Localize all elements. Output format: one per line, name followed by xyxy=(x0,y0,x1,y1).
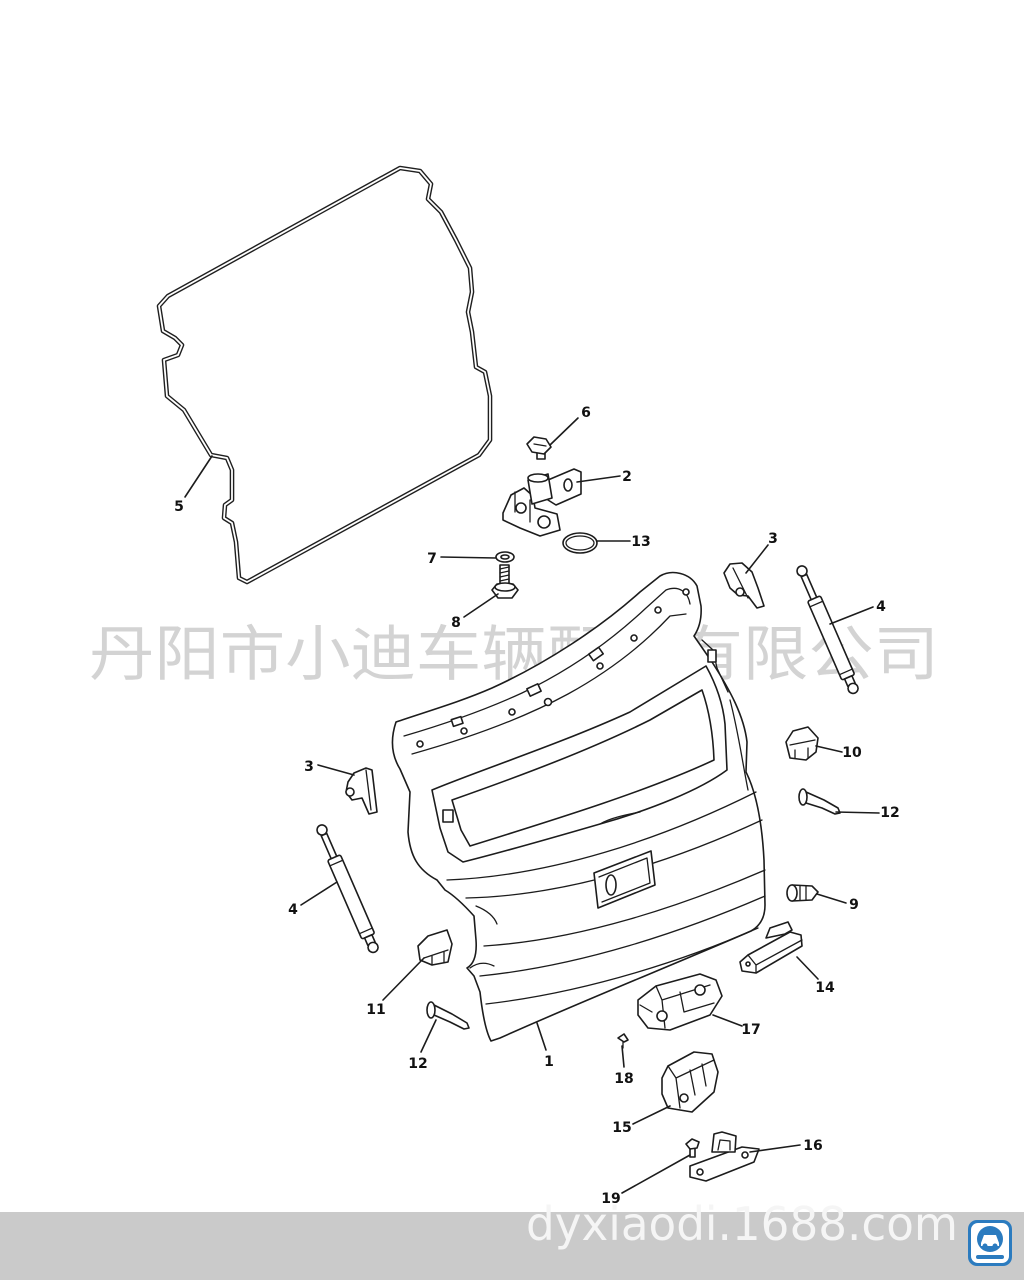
callout-label-9: 9 xyxy=(849,897,859,913)
callout-label-11: 11 xyxy=(366,1002,385,1018)
leader-line-11 xyxy=(382,957,425,1001)
callout-label-2: 2 xyxy=(622,469,632,485)
leader-line-5 xyxy=(184,455,213,498)
part-5-weatherstrip xyxy=(156,165,493,585)
callout-label-1: 1 xyxy=(544,1054,554,1070)
leader-line-3-left xyxy=(317,764,355,776)
part-9-switch xyxy=(786,884,819,902)
part-15-latch xyxy=(661,1051,719,1113)
leader-line-16 xyxy=(749,1144,801,1153)
part-7-washer xyxy=(495,551,515,563)
callout-label-7: 7 xyxy=(427,551,437,567)
part-4-gas-strut-right xyxy=(796,565,859,695)
car-badge-icon xyxy=(968,1220,1012,1266)
leader-lines xyxy=(184,417,880,1194)
part-17-actuator xyxy=(637,973,723,1031)
part-6-bolt xyxy=(526,436,552,460)
leader-line-4-right xyxy=(829,606,874,625)
part-1-liftgate xyxy=(391,571,766,1042)
part-14-lamp xyxy=(739,921,803,974)
leader-line-14 xyxy=(796,956,819,980)
leader-line-17 xyxy=(712,1014,743,1027)
callout-label-5: 5 xyxy=(174,499,184,515)
part-16-striker xyxy=(689,1131,760,1182)
leader-line-15 xyxy=(632,1105,671,1125)
callout-label-12-left: 12 xyxy=(408,1056,427,1072)
part-11-bumper xyxy=(417,929,453,966)
leader-line-1 xyxy=(536,1022,547,1051)
leader-line-12-left xyxy=(420,1019,437,1053)
callout-label-18: 18 xyxy=(614,1071,633,1087)
callout-label-4-right: 4 xyxy=(876,599,886,615)
callout-label-13: 13 xyxy=(631,534,650,550)
callout-labels: 6 2 13 7 8 5 3 4 3 10 12 4 9 11 14 12 17… xyxy=(174,405,900,1207)
part-12-push-pin-left xyxy=(426,1001,470,1030)
site-url-watermark: dyxiaodi.1688.com xyxy=(526,1197,958,1251)
callout-label-10: 10 xyxy=(842,745,862,761)
leader-line-6 xyxy=(549,417,579,446)
part-12-push-pin-right xyxy=(798,788,841,815)
leader-line-19 xyxy=(621,1154,691,1194)
leader-line-3-right xyxy=(745,544,769,574)
leader-line-18 xyxy=(621,1045,625,1068)
callout-label-3-right: 3 xyxy=(768,531,778,547)
leader-line-2 xyxy=(576,475,621,483)
leader-line-7 xyxy=(440,556,497,559)
callout-label-12-right: 12 xyxy=(880,805,899,821)
callout-label-4-left: 4 xyxy=(288,902,298,918)
leader-line-10 xyxy=(815,745,843,753)
part-10-bumper xyxy=(785,726,819,761)
part-13-cap xyxy=(562,532,598,554)
part-8-stud xyxy=(491,564,519,599)
part-19-bolt xyxy=(685,1138,700,1158)
leader-line-9 xyxy=(816,893,847,904)
part-3-bracket-right xyxy=(723,562,765,609)
callout-label-17: 17 xyxy=(741,1022,760,1038)
callout-label-14: 14 xyxy=(815,980,835,996)
callout-label-15: 15 xyxy=(612,1120,631,1136)
footer-bar xyxy=(0,1212,1024,1280)
part-4-gas-strut-left xyxy=(316,824,379,954)
callout-label-3-left: 3 xyxy=(304,759,314,775)
part-3-bracket-left xyxy=(345,767,378,815)
part-18-screw xyxy=(617,1033,629,1049)
callout-label-8: 8 xyxy=(451,615,461,631)
leader-line-8 xyxy=(463,593,499,618)
leader-line-12-right xyxy=(835,811,880,814)
callout-label-16: 16 xyxy=(803,1138,822,1154)
leader-line-4-left xyxy=(300,881,338,906)
part-2-hinge xyxy=(502,468,582,537)
callout-label-6: 6 xyxy=(581,405,591,421)
callout-label-19: 19 xyxy=(601,1191,620,1207)
